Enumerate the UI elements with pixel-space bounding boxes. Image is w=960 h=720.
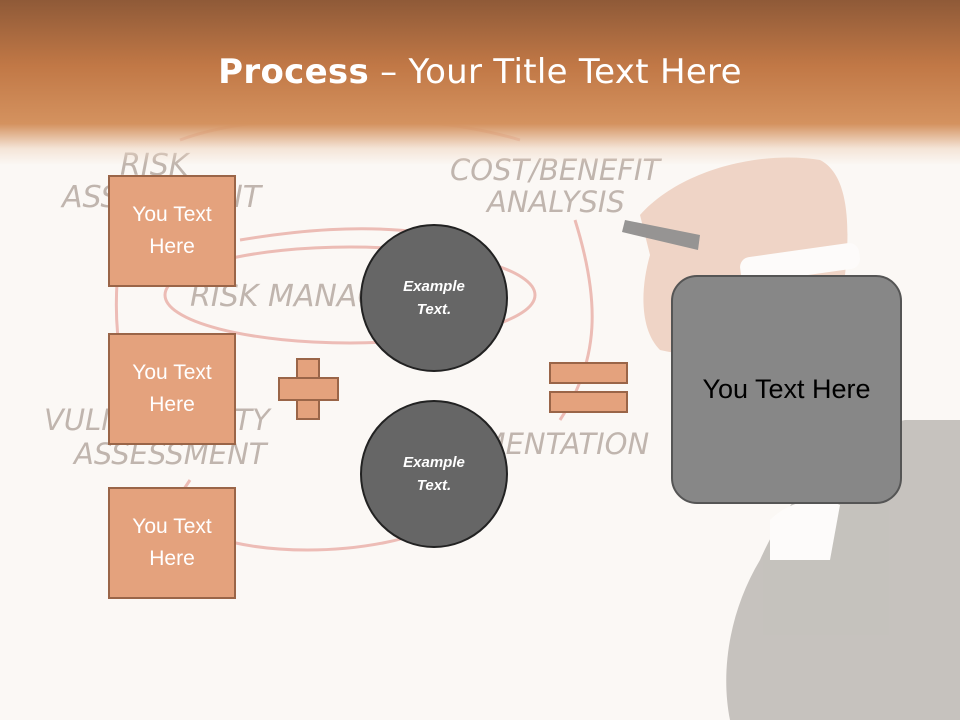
example-circle-2[interactable]: Example Text. [360,400,508,548]
text-box-1-label: You Text Here [132,203,212,258]
text-box-1[interactable]: You Text Here [108,175,236,287]
example-circle-1-label: Example Text. [403,278,465,318]
title-rest: – Your Title Text Here [369,52,742,92]
text-box-2-label: You Text Here [132,361,212,416]
text-box-3[interactable]: You Text Here [108,487,236,599]
result-box[interactable]: You Text Here [671,275,902,504]
text-box-3-label: You Text Here [132,515,212,570]
title-bold: Process [218,52,370,92]
bg-word-analysis: ANALYSIS [485,185,625,219]
title-band [0,0,960,165]
example-circle-1[interactable]: Example Text. [360,224,508,372]
example-circle-2-label: Example Text. [403,454,465,494]
slide-title: Process – Your Title Text Here [0,52,960,92]
text-box-2[interactable]: You Text Here [108,333,236,445]
result-box-label: You Text Here [702,374,871,404]
